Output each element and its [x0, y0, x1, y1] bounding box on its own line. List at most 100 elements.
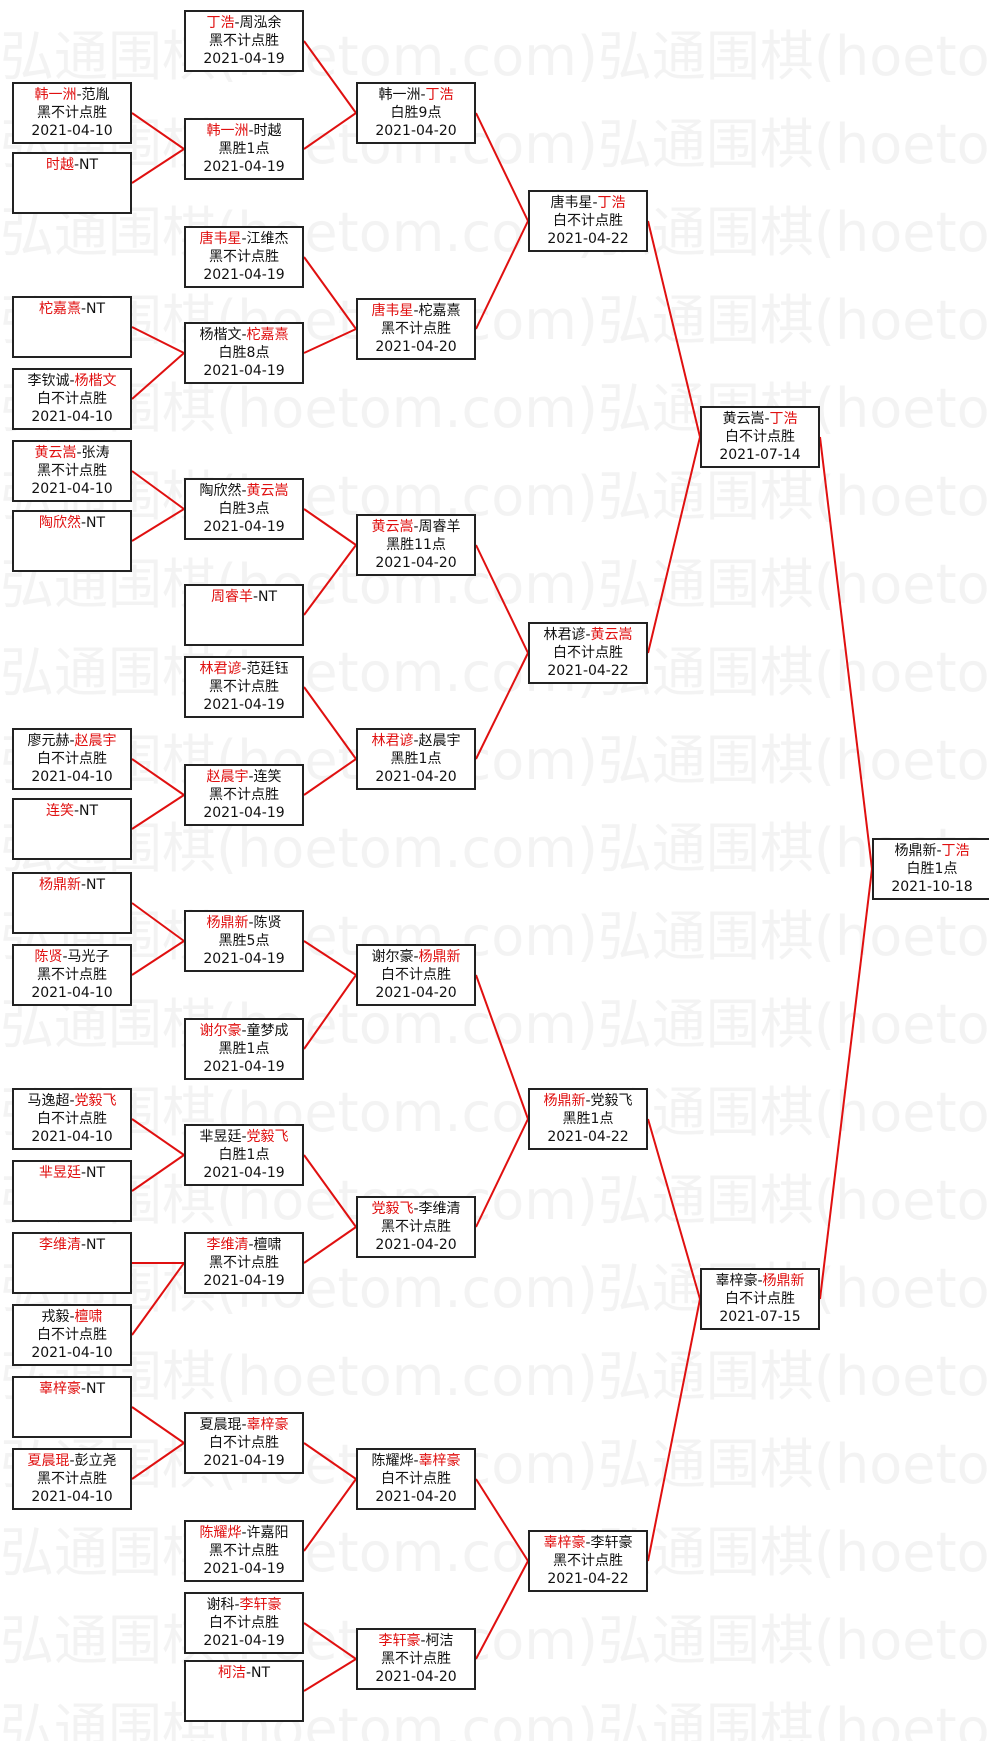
match-date: 2021-04-20: [375, 339, 457, 355]
connector-line: [475, 1560, 529, 1660]
players-separator: -: [73, 803, 80, 819]
player-black: 杨鼎新: [894, 843, 937, 859]
connector-line: [131, 758, 185, 796]
player-white: 檀啸: [74, 1309, 103, 1325]
players-line: 陈耀烨-许嘉阳: [186, 1524, 302, 1542]
player-black: 周睿羊: [210, 589, 253, 605]
match-result: 白不计点胜: [37, 751, 107, 767]
connector-line: [131, 940, 185, 976]
player-white: 柁嘉熹: [246, 327, 289, 343]
player-black: 辜梓豪: [715, 1273, 758, 1289]
player-black: 林君谚: [371, 733, 414, 749]
player-white: 范廷钰: [246, 661, 289, 677]
match-result: 黑不计点胜: [381, 321, 451, 337]
match-result: 黑胜5点: [218, 933, 270, 949]
players-separator: -: [245, 1665, 252, 1681]
connector-line: [131, 326, 185, 354]
players-line: 唐韦星-柁嘉熹: [358, 302, 474, 320]
match-result: 白不计点胜: [381, 1471, 451, 1487]
player-black: 杨鼎新: [38, 877, 81, 893]
match-date: 2021-04-22: [547, 1571, 629, 1587]
connector-line: [303, 40, 357, 114]
players-line: 陈耀烨-辜梓豪: [358, 1452, 474, 1470]
match-box: 时越-NT: [12, 152, 132, 214]
players-separator: -: [413, 733, 419, 749]
player-white: 丁浩: [769, 411, 798, 427]
match-date: 2021-04-19: [203, 1273, 285, 1289]
connector-line: [475, 1478, 529, 1562]
player-black: 韩一洲: [378, 87, 421, 103]
match-result: 黑不计点胜: [37, 967, 107, 983]
player-white: 赵晨宇: [418, 733, 461, 749]
players-line: 黄云嵩-张涛: [14, 444, 130, 462]
player-black: 柁嘉熹: [38, 301, 81, 317]
match-date: 2021-04-22: [547, 663, 629, 679]
match-box: 柁嘉熹-NT: [12, 296, 132, 358]
players-line: 赵晨宇-连笑: [186, 768, 302, 786]
player-white: NT: [86, 1381, 106, 1397]
players-line: 杨鼎新-陈贤: [186, 914, 302, 932]
match-box: 周睿羊-NT: [184, 584, 304, 646]
player-black: 马逸超: [27, 1093, 70, 1109]
match-result: 白胜9点: [390, 105, 442, 121]
match-result: 黑不计点胜: [209, 1543, 279, 1559]
player-black: 杨鼎新: [206, 915, 249, 931]
player-black: 李维清: [206, 1237, 249, 1253]
match-date: 2021-07-14: [719, 447, 801, 463]
players-separator: -: [234, 1597, 240, 1613]
players-line: 连笑-NT: [14, 802, 130, 820]
player-white: 柁嘉熹: [418, 303, 461, 319]
player-black: 黄云嵩: [371, 519, 414, 535]
players-separator: -: [69, 733, 75, 749]
players-separator: -: [234, 15, 240, 31]
player-black: 辜梓豪: [38, 1381, 81, 1397]
player-black: 陶欣然: [38, 515, 81, 531]
connector-line: [819, 436, 873, 870]
player-black: 林君谚: [199, 661, 242, 677]
players-line: 黄云嵩-丁浩: [702, 410, 818, 428]
players-separator: -: [241, 483, 247, 499]
players-separator: -: [76, 445, 82, 461]
match-date: 2021-04-10: [31, 481, 113, 497]
connector-line: [131, 148, 185, 184]
player-black: 连笑: [45, 803, 74, 819]
player-white: 丁浩: [597, 195, 626, 211]
players-line: 时越-NT: [14, 156, 130, 174]
players-separator: -: [69, 1093, 75, 1109]
match-date: 2021-04-10: [31, 1489, 113, 1505]
match-result: 白胜1点: [218, 1147, 270, 1163]
match-result: 白胜8点: [218, 345, 270, 361]
player-white: NT: [86, 515, 106, 531]
player-white: 党毅飞: [590, 1093, 633, 1109]
match-date: 2021-04-10: [31, 409, 113, 425]
match-box: 芈昱廷-NT: [12, 1160, 132, 1222]
player-white: 辜梓豪: [418, 1453, 461, 1469]
match-date: 2021-04-19: [203, 159, 285, 175]
players-separator: -: [248, 123, 254, 139]
players-separator: -: [252, 589, 259, 605]
connector-line: [303, 256, 357, 330]
connector-line: [131, 470, 185, 510]
players-separator: -: [73, 157, 80, 173]
connector-line: [131, 1262, 185, 1336]
match-date: 2021-07-15: [719, 1309, 801, 1325]
player-black: 戎毅: [41, 1309, 70, 1325]
connector-line: [647, 436, 701, 654]
match-result: 黑胜1点: [218, 141, 270, 157]
connector-line: [647, 220, 701, 438]
player-white: NT: [86, 1165, 106, 1181]
connector-line: [303, 1658, 357, 1692]
match-result: 黑不计点胜: [381, 1651, 451, 1667]
connector-line: [475, 974, 529, 1120]
player-black: 杨楷文: [199, 327, 242, 343]
connector-line: [303, 1478, 357, 1552]
connector-line: [303, 328, 357, 354]
players-separator: -: [80, 301, 87, 317]
player-white: 黄云嵩: [590, 627, 633, 643]
